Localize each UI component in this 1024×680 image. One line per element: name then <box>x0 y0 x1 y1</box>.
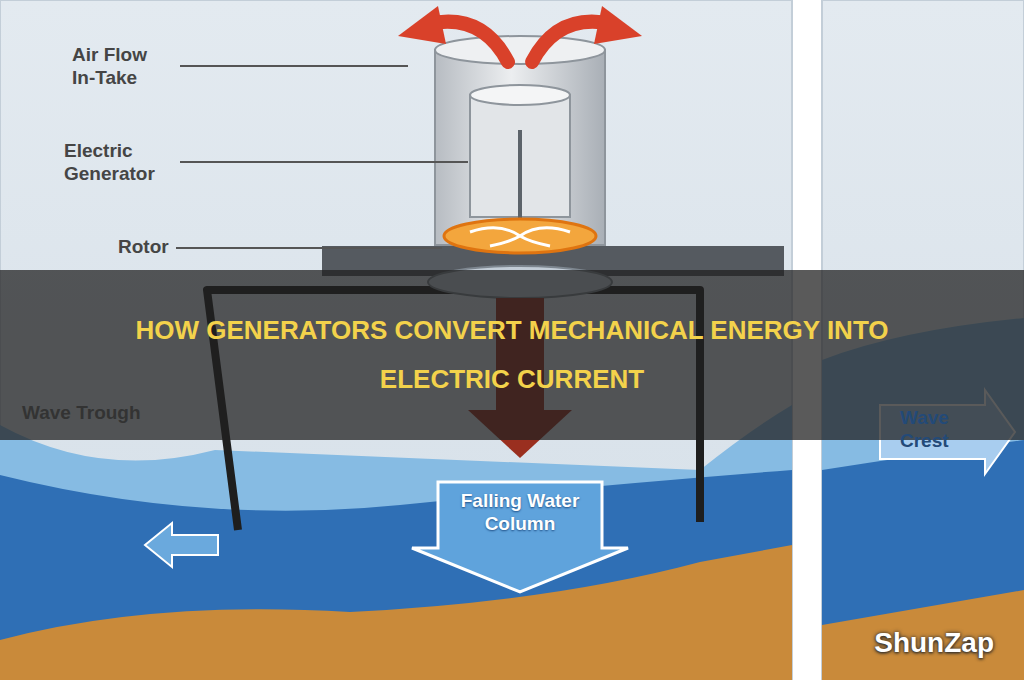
water-left <box>0 470 792 680</box>
rotor-disc <box>470 228 570 246</box>
rotor-disc <box>444 219 596 253</box>
outflow-arrow <box>145 523 218 567</box>
falling-water-arrow <box>412 482 628 592</box>
part-label: Air Flow In-Take <box>72 44 172 90</box>
flow-label: Falling Water Column <box>440 490 600 536</box>
wave-label: Wave Trough <box>22 402 141 425</box>
outflow-arrow <box>145 523 218 567</box>
turbine-housing <box>470 85 570 105</box>
water-right <box>822 440 1024 680</box>
air-flow-arrows <box>398 6 642 62</box>
part-label: Rotor <box>118 236 169 259</box>
wave-label: Wave Crest <box>900 407 980 453</box>
air-flow-arrows <box>398 6 446 44</box>
part-label: Electric Generator <box>64 140 176 186</box>
leader-lines <box>180 65 408 67</box>
title-text: HOW GENERATORS CONVERT MECHANICAL ENERGY… <box>112 306 912 405</box>
title-band <box>0 270 1024 440</box>
water-left <box>0 405 792 680</box>
leader-lines <box>176 66 468 248</box>
water-right <box>822 590 1024 680</box>
falling-water-arrow <box>412 482 628 592</box>
leader-lines <box>180 161 468 163</box>
watermark: ShunZap <box>874 626 994 660</box>
rotor-disc <box>444 219 596 253</box>
turbine-housing <box>435 36 605 64</box>
leader-lines <box>176 247 442 249</box>
air-flow-arrows <box>594 6 642 44</box>
water-left <box>0 405 792 680</box>
water-left <box>0 545 792 680</box>
